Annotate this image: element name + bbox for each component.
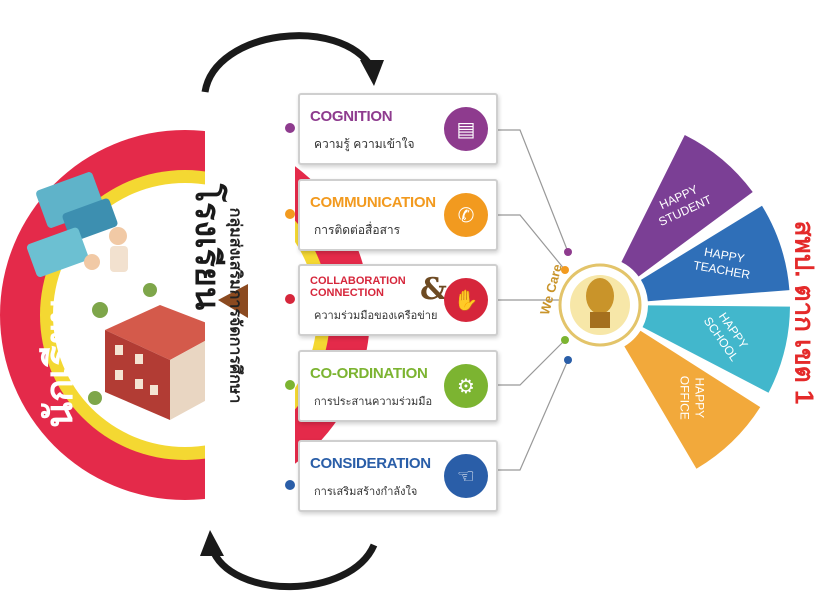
fan-segment-school <box>642 305 790 393</box>
gears-icon: ⚙ <box>444 364 488 408</box>
item-communication: COMMUNICATION การติดต่อสื่อสาร ✆ <box>298 179 498 251</box>
item-title-line2: CONNECTION <box>310 287 384 299</box>
item-consideration: CONSIDERATION การเสริมสร้างกำลังใจ ☜ <box>298 440 498 512</box>
item-subtitle: ความร่วมมือของเครือข่าย <box>314 310 438 322</box>
top-curved-arrow <box>201 32 384 93</box>
item-title: COLLABORATION CONNECTION <box>310 275 406 299</box>
fan-label-office: HAPPYOFFICE <box>678 376 707 420</box>
item-title: COGNITION <box>310 108 393 125</box>
fan-label-line1: HAPPY <box>693 377 707 418</box>
happy-fan: HAPPYSTUDENTHAPPYTEACHERHAPPYSCHOOLHAPPY… <box>621 134 790 469</box>
bullet-communication <box>285 209 295 219</box>
item-title: COMMUNICATION <box>310 194 436 211</box>
group-label: กลุ่มส่งเสริมการจัดการศึกษา <box>226 207 244 404</box>
item-title-line1: COLLABORATION <box>310 275 406 287</box>
classroom-illustration <box>26 172 128 278</box>
fan-segment-teacher <box>640 205 790 302</box>
bottom-curved-arrow <box>200 530 378 591</box>
item-cognition: COGNITION ความรู้ ความเข้าใจ ▤ <box>298 93 498 165</box>
hand-icon: ☜ <box>444 454 488 498</box>
item-subtitle: การประสานความร่วมมือ <box>314 396 433 408</box>
bullet-cognition <box>285 123 295 133</box>
bullet-coordination <box>285 380 295 390</box>
item-subtitle: การเสริมสร้างกำลังใจ <box>314 486 418 498</box>
item-subtitle: การติดต่อสื่อสาร <box>314 223 401 237</box>
center-logo <box>558 263 642 347</box>
bullet-consideration <box>285 480 295 490</box>
fan-segment-student <box>621 134 753 277</box>
book-icon: ▤ <box>444 107 488 151</box>
ampersand: & <box>420 272 448 307</box>
emblem-cut-panel <box>205 80 295 550</box>
bullet-collaboration <box>285 294 295 304</box>
fan-segment-office <box>624 330 761 469</box>
left-pointer-wedge <box>218 284 248 318</box>
org-label: สพป. ตาก เขต 1 <box>789 220 820 405</box>
fan-label-line1: HAPPY <box>703 245 746 266</box>
item-title: CONSIDERATION <box>310 455 431 472</box>
item-subtitle: ความรู้ ความเข้าใจ <box>314 137 415 151</box>
outer-label: นักเรียน <box>38 297 81 428</box>
item-coordination: CO-ORDINATION การประสานความร่วมมือ ⚙ <box>298 350 498 422</box>
handshake-icon: ✋ <box>444 278 488 322</box>
fan-label-line2: OFFICE <box>678 376 692 420</box>
item-collaboration: COLLABORATION CONNECTION & ความร่วมมือขอ… <box>298 264 498 336</box>
item-title: CO-ORDINATION <box>310 365 428 382</box>
phone-icon: ✆ <box>444 193 488 237</box>
